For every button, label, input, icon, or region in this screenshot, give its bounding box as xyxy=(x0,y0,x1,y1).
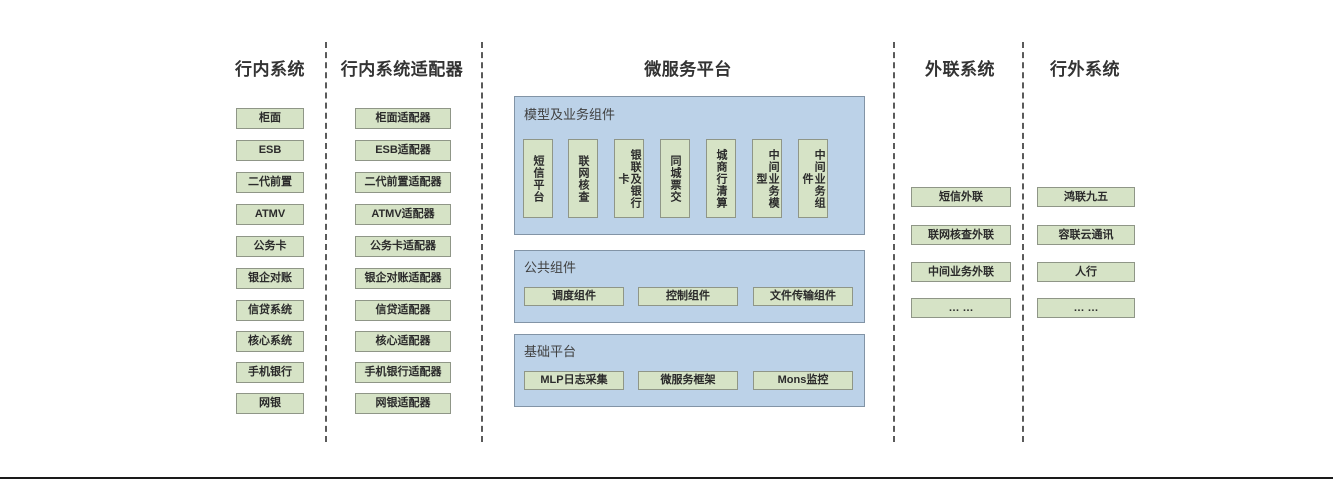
panel-base-platform xyxy=(514,334,865,407)
list-item[interactable]: … … xyxy=(911,298,1011,318)
list-item[interactable]: ATMV适配器 xyxy=(355,204,451,225)
divider-4 xyxy=(1022,42,1024,442)
list-item[interactable]: 银联及银行卡 xyxy=(614,139,644,218)
list-item[interactable]: 网银 xyxy=(236,393,304,414)
list-item[interactable]: 公务卡 xyxy=(236,236,304,257)
list-item[interactable]: 微服务框架 xyxy=(638,371,738,390)
list-item[interactable]: 同城票交 xyxy=(660,139,690,218)
list-item[interactable]: 核心适配器 xyxy=(355,331,451,352)
bottom-divider xyxy=(0,477,1333,479)
list-item[interactable]: 联网核查 xyxy=(568,139,598,218)
list-item[interactable]: 核心系统 xyxy=(236,331,304,352)
list-item[interactable]: 银企对账适配器 xyxy=(355,268,451,289)
list-item[interactable]: 银企对账 xyxy=(236,268,304,289)
list-item[interactable]: 公务卡适配器 xyxy=(355,236,451,257)
column-title-external-link-systems: 外联系统 xyxy=(925,60,995,79)
list-item[interactable]: ESB适配器 xyxy=(355,140,451,161)
list-item[interactable]: MLP日志采集 xyxy=(524,371,624,390)
panel-label-public-components: 公共组件 xyxy=(524,260,577,275)
list-item[interactable]: 城商行清算 xyxy=(706,139,736,218)
list-item[interactable]: ATMV xyxy=(236,204,304,225)
column-title-internal-system-adapters: 行内系统适配器 xyxy=(340,60,464,79)
list-item[interactable]: 控制组件 xyxy=(638,287,738,306)
list-item[interactable]: 中间业务模型 xyxy=(752,139,782,218)
column-title-internal-systems: 行内系统 xyxy=(235,60,305,79)
list-item[interactable]: 信贷适配器 xyxy=(355,300,451,321)
list-item[interactable]: 网银适配器 xyxy=(355,393,451,414)
list-item[interactable]: 柜面 xyxy=(236,108,304,129)
list-item[interactable]: 手机银行适配器 xyxy=(355,362,451,383)
list-item[interactable]: Mons监控 xyxy=(753,371,853,390)
list-item[interactable]: 二代前置 xyxy=(236,172,304,193)
divider-2 xyxy=(481,42,483,442)
panel-public-components xyxy=(514,250,865,323)
list-item[interactable]: 容联云通讯 xyxy=(1037,225,1135,245)
list-item[interactable]: 中间业务外联 xyxy=(911,262,1011,282)
list-item[interactable]: 短信平台 xyxy=(523,139,553,218)
list-item[interactable]: ESB xyxy=(236,140,304,161)
list-item[interactable]: 鸿联九五 xyxy=(1037,187,1135,207)
list-item[interactable]: 人行 xyxy=(1037,262,1135,282)
list-item[interactable]: 中间业务组件 xyxy=(798,139,828,218)
list-item[interactable]: 柜面适配器 xyxy=(355,108,451,129)
column-title-outside-bank-systems: 行外系统 xyxy=(1050,60,1120,79)
list-item[interactable]: 调度组件 xyxy=(524,287,624,306)
list-item[interactable]: 文件传输组件 xyxy=(753,287,853,306)
panel-label-model-business-components: 模型及业务组件 xyxy=(524,107,616,122)
list-item[interactable]: 二代前置适配器 xyxy=(355,172,451,193)
panel-label-base-platform: 基础平台 xyxy=(524,344,577,359)
list-item[interactable]: 短信外联 xyxy=(911,187,1011,207)
list-item[interactable]: 信贷系统 xyxy=(236,300,304,321)
column-title-microservice-platform: 微服务平台 xyxy=(644,60,732,79)
list-item[interactable]: 手机银行 xyxy=(236,362,304,383)
divider-1 xyxy=(325,42,327,442)
list-item[interactable]: … … xyxy=(1037,298,1135,318)
list-item[interactable]: 联网核查外联 xyxy=(911,225,1011,245)
divider-3 xyxy=(893,42,895,442)
